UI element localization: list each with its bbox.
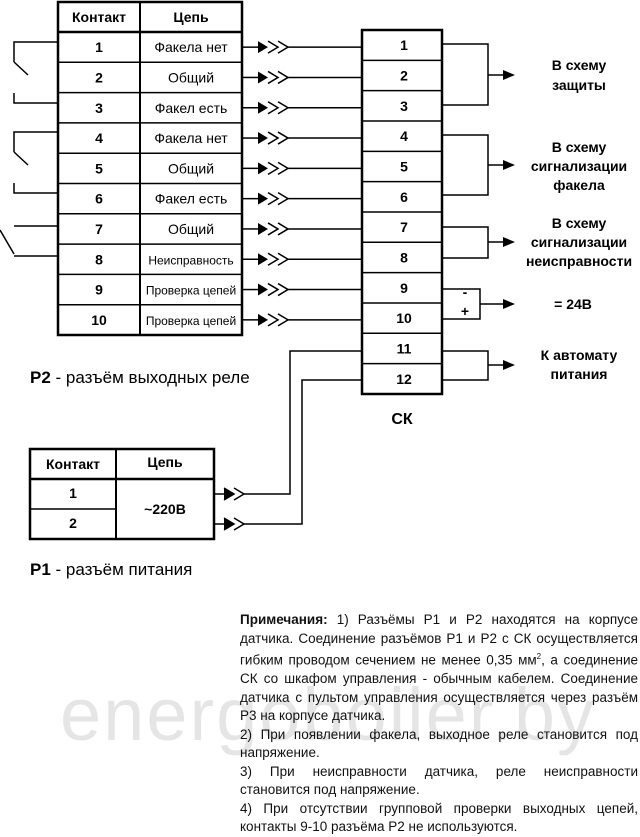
p2-circuit-name: Факел есть (155, 100, 228, 116)
p2-circuit-name: Факела нет (154, 39, 228, 55)
plus-sign: + (461, 303, 469, 319)
svg-text:неисправности: неисправности (526, 253, 632, 269)
connector-arrow (242, 313, 362, 327)
p2-contact-num: 8 (95, 251, 103, 267)
p2-contact-num: 4 (95, 130, 103, 146)
sk-terminal-num: 8 (400, 249, 408, 265)
p2-circuit-name: Общий (168, 69, 214, 85)
connector-arrow (242, 161, 362, 175)
minus-sign: - (463, 284, 468, 300)
relay-contacts (0, 41, 58, 257)
svg-text:В схему: В схему (552, 215, 607, 231)
sk-terminal-num: 5 (400, 158, 408, 174)
output-arrowheads (503, 70, 515, 370)
notes: Примечания: 1) Разъёмы Р1 и Р2 находятся… (240, 611, 638, 837)
output-label-auto: К автомату питания (541, 347, 618, 382)
output-label-signal-fault: В схему сигнализации неисправности (526, 215, 632, 269)
p2-contact-num: 7 (95, 221, 103, 237)
p2-circuit-name: Общий (168, 221, 214, 237)
sk-label: СК (391, 411, 413, 428)
connector-arrow (242, 282, 362, 297)
svg-text:сигнализации: сигнализации (531, 158, 627, 174)
svg-text:В схему: В схему (552, 57, 607, 73)
sk-terminal-num: 2 (400, 67, 408, 83)
connector-arrow (242, 40, 362, 54)
p1-table: Контакт Цепь 1 2 ~220В (28, 447, 216, 541)
sk-terminal-num: 11 (397, 340, 412, 356)
note-4: 4) При отсутствии групповой проверки вых… (240, 800, 638, 835)
output-label-24v: = 24В (554, 296, 592, 312)
connector-arrow (242, 222, 362, 236)
p1-header-contact: Контакт (46, 456, 100, 472)
svg-text:защиты: защиты (552, 77, 606, 93)
p2-circuit-name: Неисправность (148, 253, 233, 267)
connector-arrow (242, 101, 362, 115)
p2-circuit-name: Факела нет (154, 130, 228, 146)
connector-arrow (242, 131, 362, 145)
p1-contact-1: 1 (69, 485, 77, 501)
p2-contact-num: 9 (95, 282, 103, 298)
watermark: energoboiler.by (60, 673, 597, 756)
output-label-signal-flame: В схему сигнализации факела (531, 139, 627, 193)
p2-circuit-name: Общий (168, 160, 214, 176)
p2-contact-num: 10 (91, 312, 107, 328)
output-connections (442, 43, 505, 381)
p1-arrowheads (224, 488, 234, 530)
p2-circuit-name: Проверка цепей (146, 284, 236, 298)
p2-contact-num: 1 (95, 39, 103, 55)
p2-contact-num: 6 (95, 191, 103, 207)
connector-arrow (242, 70, 362, 85)
p1-contact-2: 2 (69, 515, 77, 531)
sk-terminal-num: 7 (400, 219, 408, 235)
note-2: 2) При появлении факела, выходное реле с… (240, 726, 638, 761)
output-label-protection: В схему защиты (552, 57, 607, 93)
note-1: Примечания: 1) Разъёмы Р1 и Р2 находятся… (240, 612, 638, 723)
sk-terminal-num: 9 (400, 280, 408, 296)
sk-terminal-num: 6 (400, 189, 408, 205)
svg-text:питания: питания (551, 366, 608, 382)
p1-voltage: ~220В (144, 501, 186, 517)
p2-circuit-name: Проверка цепей (146, 314, 236, 328)
sk-terminal-num: 12 (396, 371, 412, 387)
sk-terminal-num: 4 (400, 128, 408, 144)
svg-text:факела: факела (553, 177, 605, 193)
p2-header-contact: Контакт (72, 9, 126, 25)
sk-terminal-num: 1 (400, 37, 408, 53)
p2-contact-num: 5 (95, 160, 103, 176)
connector-arrow (242, 252, 362, 266)
svg-text:К автомату: К автомату (541, 347, 618, 363)
p2-contact-num: 2 (95, 69, 103, 85)
svg-text:сигнализации: сигнализации (531, 234, 627, 250)
svg-text:В схему: В схему (552, 139, 607, 155)
p2-circuit-name: Факел есть (155, 191, 228, 207)
p1-header-circuit: Цепь (147, 454, 183, 470)
p2-connector-arrows (242, 40, 362, 327)
p1-caption: Р1 - разъём питания (30, 560, 192, 579)
note-3: 3) При неисправности датчика, реле неисп… (240, 763, 638, 798)
connector-arrow (242, 192, 362, 206)
sk-terminal-num: 3 (400, 98, 408, 114)
p2-header-circuit: Цепь (173, 9, 209, 25)
p2-caption: Р2 - разъём выходных реле (30, 368, 250, 387)
sk-terminal-num: 10 (396, 310, 412, 326)
p2-contact-num: 3 (95, 100, 103, 116)
